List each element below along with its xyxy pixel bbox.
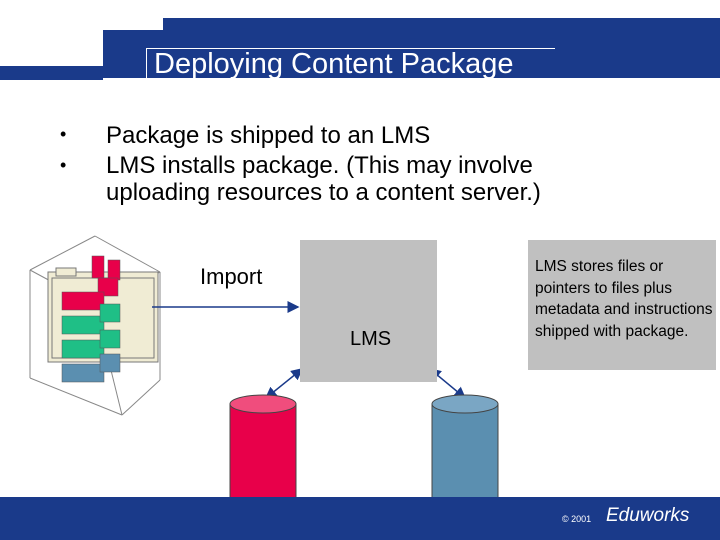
lms-box [300, 240, 437, 382]
note-box [528, 240, 716, 370]
package-blocks-icon [61, 255, 121, 383]
import-label: Import [200, 264, 263, 289]
note-text: LMS stores files or pointers to files pl… [535, 258, 713, 340]
footer-bar [0, 497, 720, 540]
footer-brand-logo: Eduworks [606, 505, 690, 526]
header-left-band [0, 66, 103, 80]
header-accent-band [163, 18, 720, 32]
header-title-bar [103, 30, 720, 78]
content-database-right-icon [431, 394, 499, 505]
bullet-marker-2: • [60, 155, 67, 175]
page-title: Deploying Content Package [154, 48, 514, 80]
title-frame [146, 48, 555, 83]
content-database-left-icon [229, 394, 297, 514]
footer-copyright: © 2001 [562, 514, 592, 524]
bullet-marker-1: • [60, 124, 67, 144]
db-left-arrow [264, 368, 304, 399]
lms-label: LMS [350, 328, 392, 350]
bullet-text-1: Package is shipped to an LMS [106, 122, 431, 149]
bullet-text-2: LMS installs package. (This may involve … [106, 152, 541, 206]
